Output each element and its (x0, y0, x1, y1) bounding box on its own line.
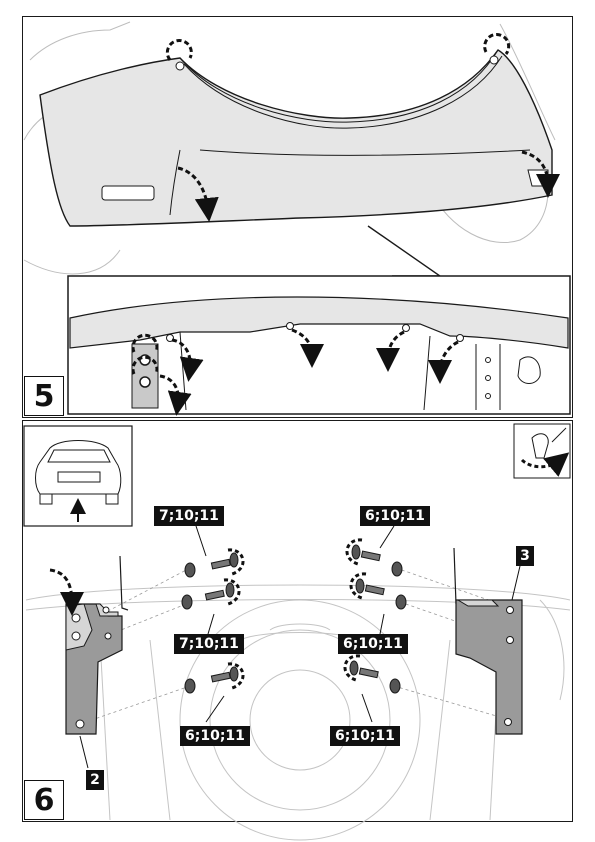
fasteners (181, 544, 407, 694)
fastener-label-lower-right: 6;10;11 (330, 726, 400, 746)
fastener-label-upper-right: 6;10;11 (360, 506, 430, 526)
fastener-label-upper-left: 7;10;11 (154, 506, 224, 526)
step6-number: 6 (24, 780, 64, 820)
step5-number: 5 (24, 376, 64, 416)
fastener-label-mid-right: 6;10;11 (338, 634, 408, 654)
rear-bumper (39, 49, 553, 227)
part-number-left-bracket: 2 (86, 770, 104, 790)
part-number-right-bracket: 3 (516, 546, 534, 566)
bumper-underside (69, 296, 569, 349)
fastener-label-lower-left: 6;10;11 (180, 726, 250, 746)
fastener-label-mid-left: 7;10;11 (174, 634, 244, 654)
right-bracket (453, 547, 523, 735)
left-bracket (49, 555, 129, 769)
screw-points (175, 55, 499, 71)
